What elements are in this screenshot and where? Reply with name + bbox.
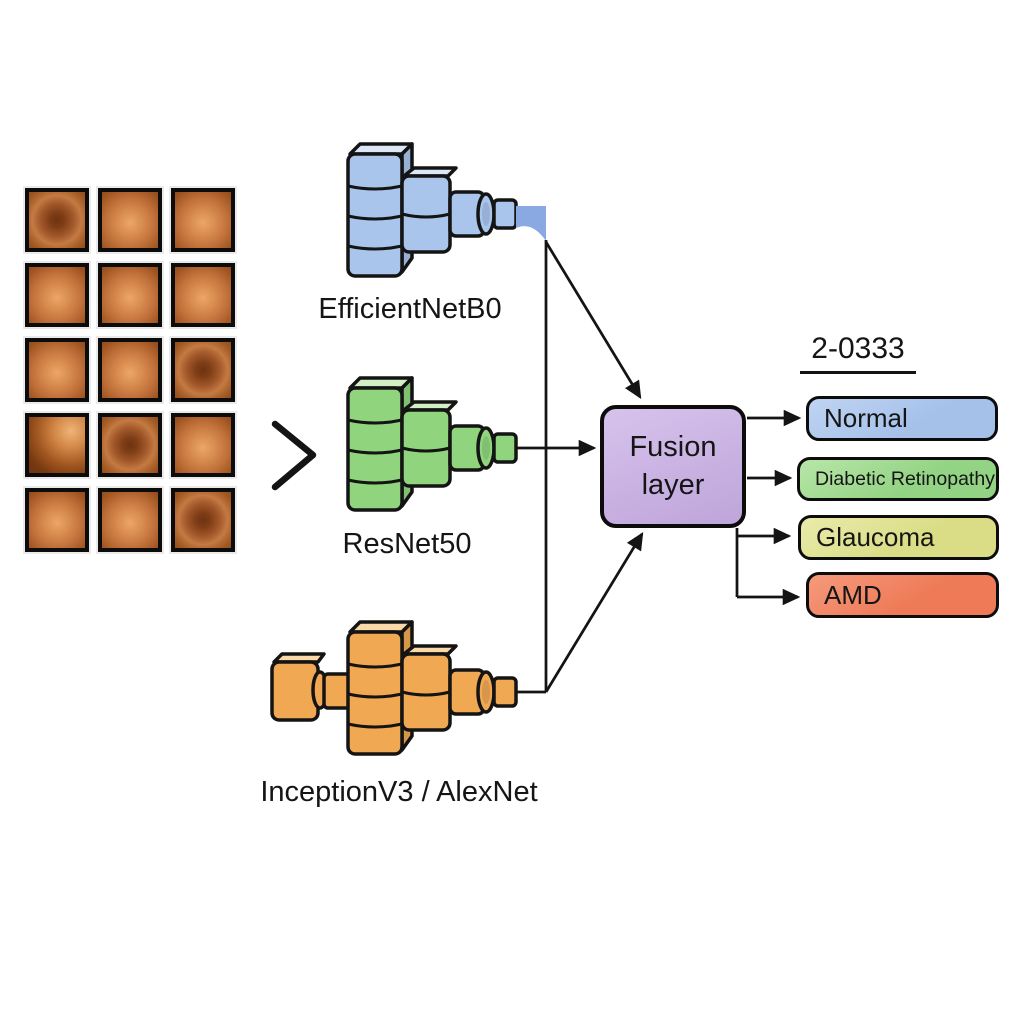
fundus-image-cell (171, 488, 235, 552)
blue-output-flag-icon (516, 206, 546, 241)
fundus-image-cell (98, 338, 162, 402)
fundus-image-cell (98, 188, 162, 252)
fundus-image-cell (25, 188, 89, 252)
fundus-image-cell (171, 413, 235, 477)
output-header: 2-0333 (800, 332, 916, 374)
input-to-models-chevron-icon (271, 420, 317, 491)
fusion-layer-label-line2: layer (641, 468, 705, 501)
efficientnetb0-label: EfficientNetB0 (318, 293, 502, 325)
resnet50-stack-icon (346, 376, 518, 512)
class-box-glaucoma: Glaucoma (798, 515, 999, 560)
fundus-image-cell (25, 338, 89, 402)
fundus-image-cell (171, 263, 235, 327)
fundus-image-cell (98, 263, 162, 327)
fundus-image-cell (25, 263, 89, 327)
fusion-layer-label-line1: Fusion (629, 431, 717, 464)
class-label-amd: AMD (824, 579, 882, 610)
efficientnetb0-stack-icon (346, 142, 518, 278)
inceptionv3-alexnet-stack-icon (270, 620, 518, 756)
class-label-diabetic-retinopathy: Diabetic Retinopathy (815, 467, 995, 490)
class-box-diabetic-retinopathy: Diabetic Retinopathy (797, 457, 999, 501)
class-box-normal: Normal (806, 396, 998, 441)
resnet50-label: ResNet50 (342, 528, 472, 560)
class-box-amd: AMD (806, 572, 999, 618)
input-image-grid (25, 188, 235, 552)
fundus-image-cell (98, 488, 162, 552)
inceptionv3-alexnet-label: InceptionV3 / AlexNet (260, 776, 538, 808)
fundus-image-cell (98, 413, 162, 477)
fundus-image-cell (171, 338, 235, 402)
class-label-glaucoma: Glaucoma (816, 522, 935, 552)
fusion-layer-box: Fusion layer (600, 405, 746, 528)
efficientnet-to-fusion-arrow (544, 241, 642, 400)
inception-to-fusion-arrow (544, 531, 644, 693)
fundus-image-cell (25, 413, 89, 477)
class-label-normal: Normal (824, 403, 908, 433)
fundus-image-cell (171, 188, 235, 252)
fundus-image-cell (25, 488, 89, 552)
